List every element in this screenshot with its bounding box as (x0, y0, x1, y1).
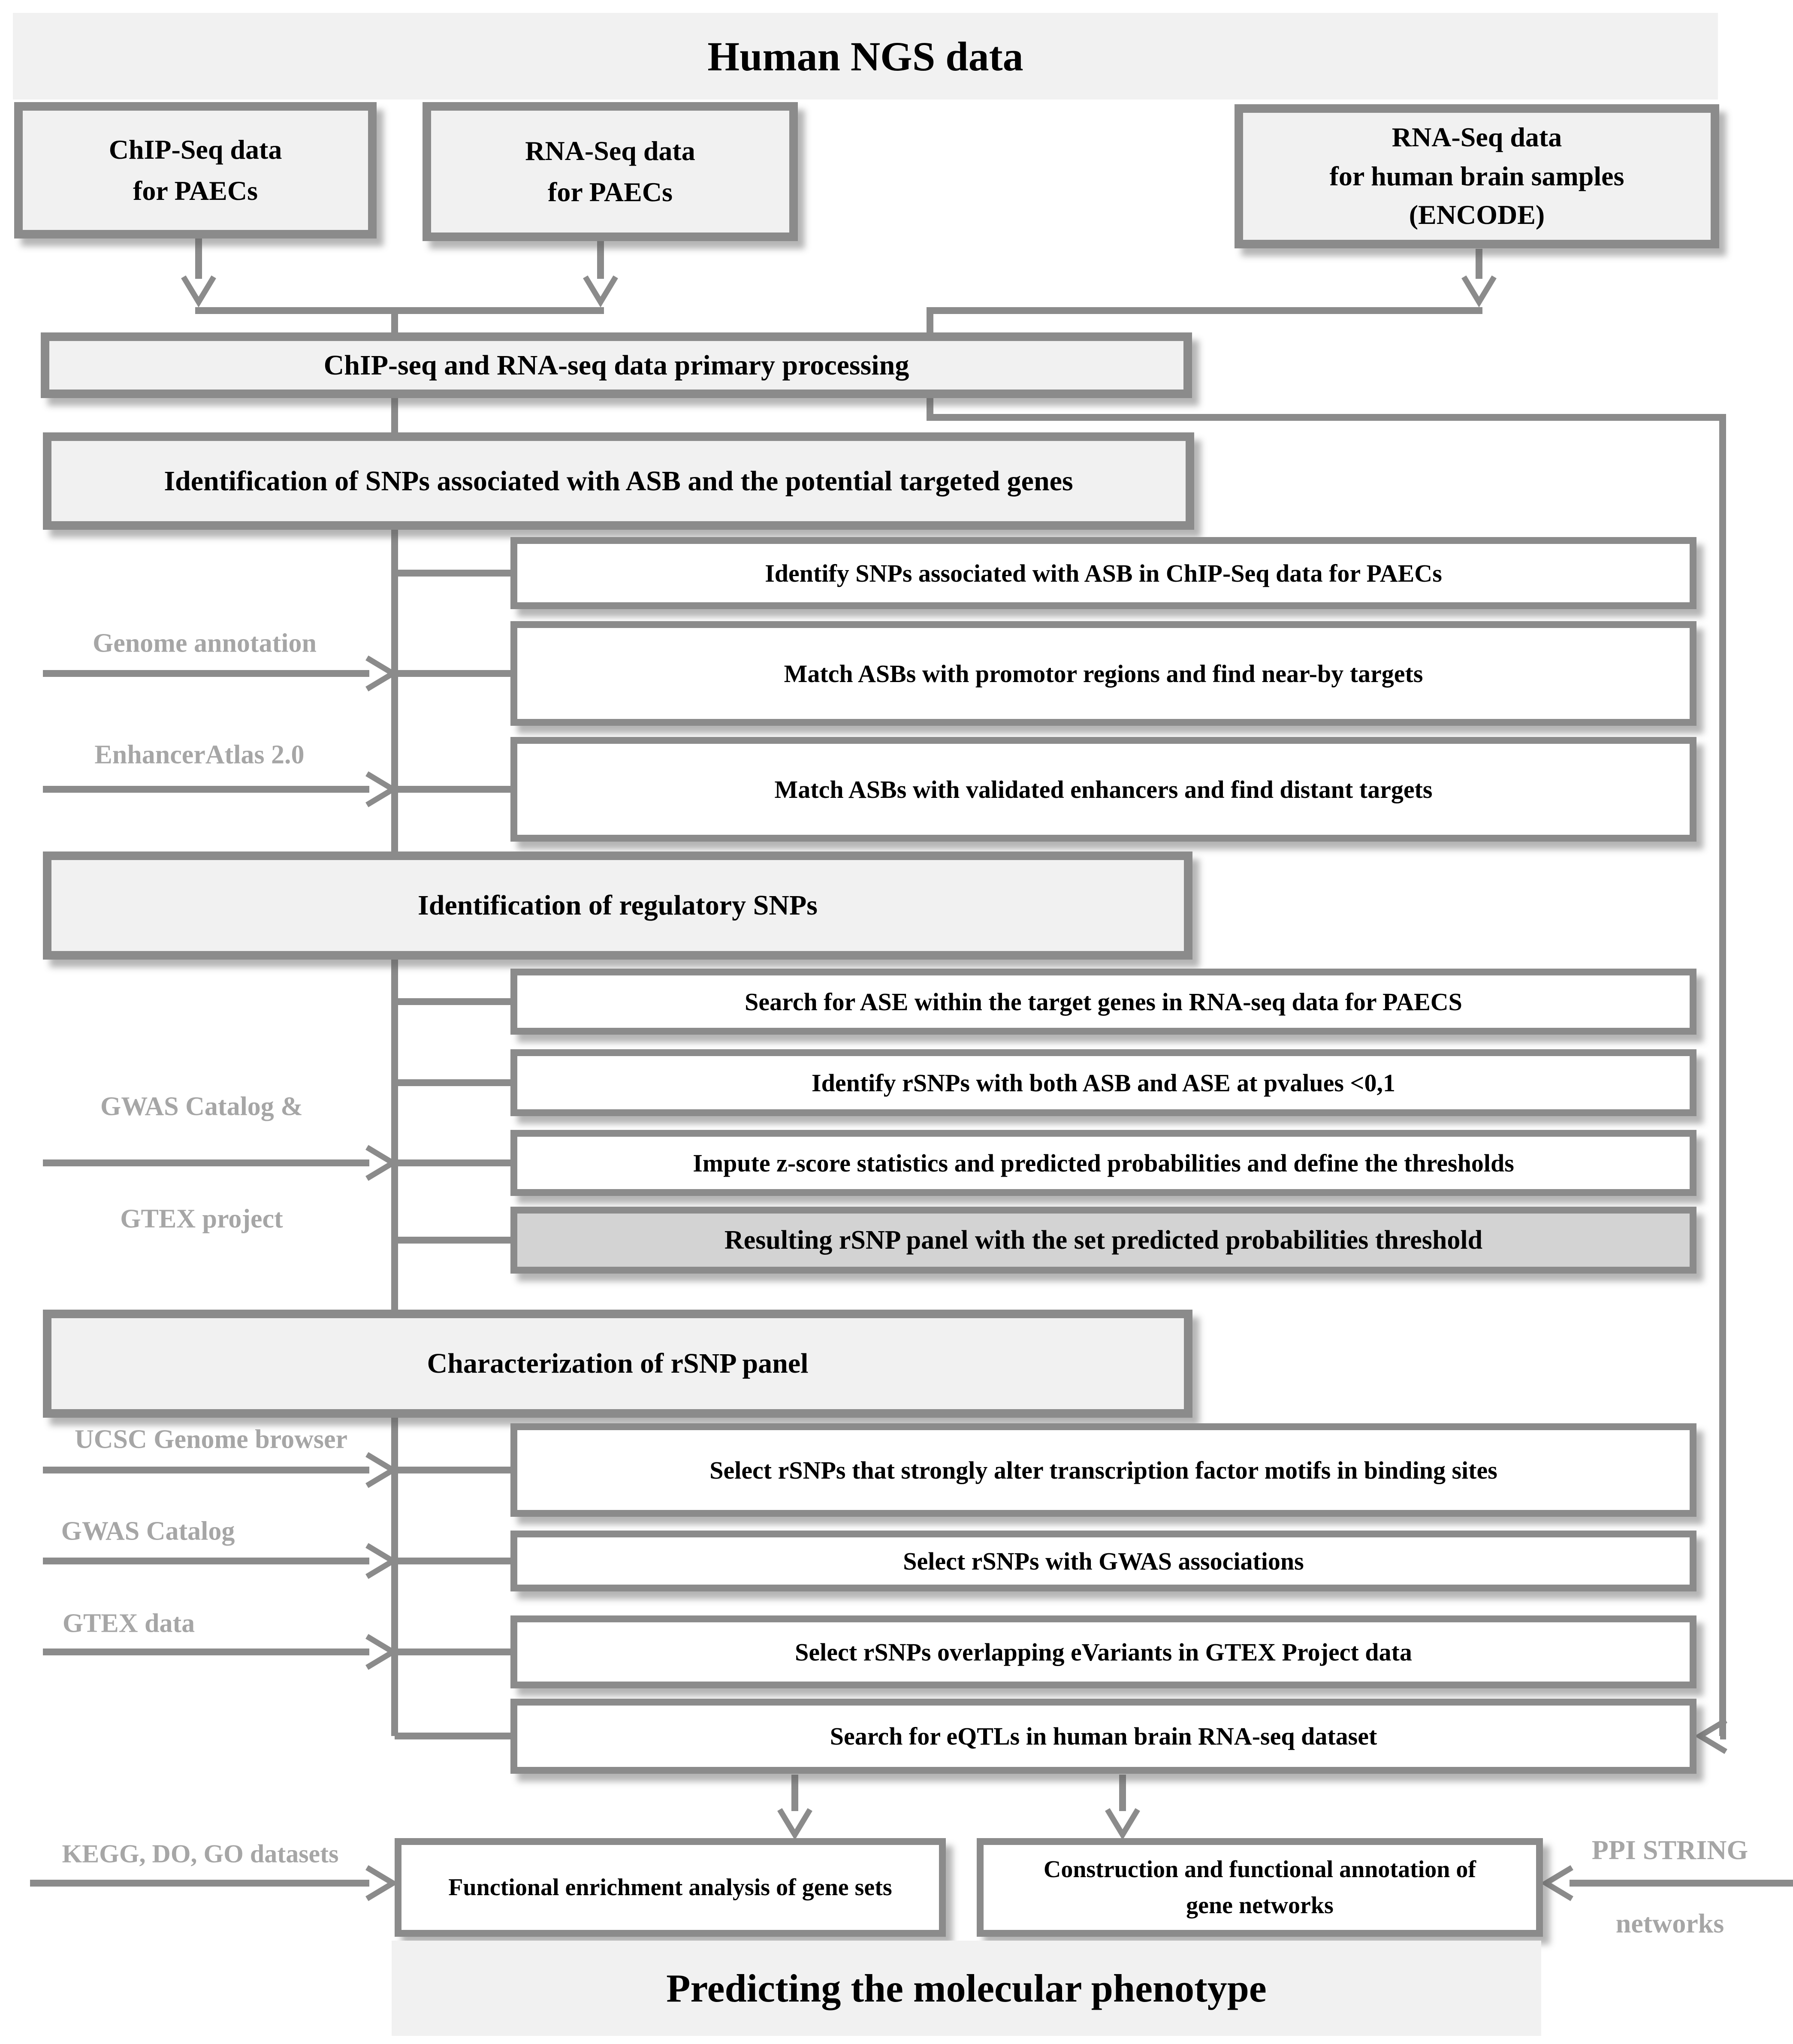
step-search-ase-label: Search for ASE within the target genes i… (745, 987, 1462, 1016)
label-ppi-networks: networks (1615, 1908, 1724, 1938)
box-chipseq-paecs-label: ChIP-Seq data for PAECs (109, 134, 282, 206)
step-identify-rsnps-label: Identify rSNPs with both ASB and ASE at … (812, 1069, 1395, 1097)
step-select-evariants-label: Select rSNPs overlapping eVariants in GT… (795, 1638, 1412, 1666)
step-impute-zscore-label: Impute z-score statistics and predicted … (693, 1149, 1514, 1177)
step-match-promotor-regions: Match ASBs with promotor regions and fin… (510, 621, 1696, 726)
label-gwas-catalog: GWAS Catalog (61, 1516, 235, 1546)
box-regulatory-snps: Identification of regulatory SNPs (43, 851, 1192, 960)
box-rnaseq-encode-label: RNA-Seq data for human brain samples (EN… (1329, 121, 1624, 230)
label-enhancer-atlas: EnhancerAtlas 2.0 (94, 740, 305, 770)
arrowhead-gwas-catalog (365, 1543, 398, 1579)
top-banner: Human NGS data (13, 13, 1718, 100)
arrowhead-encode (1461, 275, 1497, 308)
box-rnaseq-paecs: RNA-Seq data for PAECs (423, 102, 798, 241)
step-search-eqtls-label: Search for eQTLs in human brain RNA-seq … (830, 1722, 1377, 1750)
label-genome-annotation: Genome annotation (93, 628, 317, 658)
box-gene-networks: Construction and functional annotation o… (977, 1838, 1543, 1937)
bottom-banner-title: Predicting the molecular phenotype (666, 1966, 1267, 2010)
label-kegg-do-go: KEGG, DO, GO datasets (62, 1839, 339, 1868)
box-resulting-rsnp-panel: Resulting rSNP panel with the set predic… (510, 1207, 1696, 1274)
box-chipseq-paecs: ChIP-Seq data for PAECs (14, 102, 377, 239)
connector-right-route (927, 397, 1726, 1739)
arrowhead-ppi (1540, 1865, 1573, 1901)
arrowhead-rnaseq (583, 275, 618, 308)
arrowhead-to-networks (1105, 1808, 1140, 1840)
box-functional-enrichment-label: Functional enrichment analysis of gene s… (448, 1874, 892, 1901)
label-gwas-gtex-line2: GTEX project (120, 1204, 283, 1234)
box-asb-identification-label: Identification of SNPs associated with A… (164, 465, 1073, 497)
step-match-promotor-regions-label: Match ASBs with promotor regions and fin… (784, 659, 1423, 688)
arrowhead-genome-annotation (365, 655, 398, 691)
step-select-gwas-associations: Select rSNPs with GWAS associations (510, 1531, 1696, 1591)
step-identify-rsnps: Identify rSNPs with both ASB and ASE at … (510, 1049, 1696, 1116)
step-search-eqtls: Search for eQTLs in human brain RNA-seq … (510, 1699, 1696, 1774)
box-characterization: Characterization of rSNP panel (43, 1310, 1192, 1418)
step-match-validated-enhancers: Match ASBs with validated enhancers and … (510, 737, 1696, 842)
box-primary-processing: ChIP-seq and RNA-seq data primary proces… (41, 332, 1192, 398)
box-primary-processing-label: ChIP-seq and RNA-seq data primary proces… (323, 349, 909, 381)
box-functional-enrichment: Functional enrichment analysis of gene s… (395, 1838, 946, 1937)
arrowhead-right-route (1694, 1718, 1727, 1754)
step-impute-zscore: Impute z-score statistics and predicted … (510, 1130, 1696, 1196)
step-select-tf-motifs: Select rSNPs that strongly alter transcr… (510, 1423, 1696, 1517)
box-gene-networks-label: Construction and functional annotation o… (1043, 1856, 1476, 1919)
box-regulatory-snps-label: Identification of regulatory SNPs (418, 890, 818, 921)
step-select-evariants: Select rSNPs overlapping eVariants in GT… (510, 1615, 1696, 1688)
arrowhead-gtex-data (365, 1634, 398, 1670)
step-identify-asb-snps: Identify SNPs associated with ASB in ChI… (510, 537, 1696, 609)
step-select-gwas-associations-label: Select rSNPs with GWAS associations (903, 1547, 1304, 1575)
label-ucsc-genome-browser: UCSC Genome browser (74, 1425, 348, 1454)
box-rnaseq-encode: RNA-Seq data for human brain samples (EN… (1235, 104, 1719, 248)
label-gwas-gtex-line1: GWAS Catalog & (100, 1092, 303, 1121)
box-resulting-rsnp-panel-label: Resulting rSNP panel with the set predic… (724, 1225, 1483, 1255)
step-select-tf-motifs-label: Select rSNPs that strongly alter transcr… (709, 1456, 1497, 1484)
box-characterization-label: Characterization of rSNP panel (427, 1348, 809, 1379)
box-rnaseq-paecs-label: RNA-Seq data for PAECs (525, 136, 695, 207)
label-ppi-string: PPI STRING (1591, 1835, 1748, 1865)
label-gtex-data: GTEX data (62, 1609, 195, 1638)
arrowhead-enhancer-atlas (365, 771, 398, 807)
step-match-validated-enhancers-label: Match ASBs with validated enhancers and … (774, 775, 1433, 803)
arrowhead-to-enrichment (777, 1808, 812, 1840)
arrowhead-gwas-gtex (365, 1145, 398, 1181)
top-banner-title: Human NGS data (707, 33, 1023, 79)
arrowhead-chipseq (181, 275, 216, 308)
arrowhead-ucsc (365, 1452, 398, 1488)
bottom-banner: Predicting the molecular phenotype (392, 1941, 1541, 2036)
arrowhead-kegg (365, 1865, 398, 1901)
step-identify-asb-snps-label: Identify SNPs associated with ASB in ChI… (765, 559, 1442, 587)
box-asb-identification: Identification of SNPs associated with A… (43, 432, 1194, 530)
step-search-ase: Search for ASE within the target genes i… (510, 969, 1696, 1035)
